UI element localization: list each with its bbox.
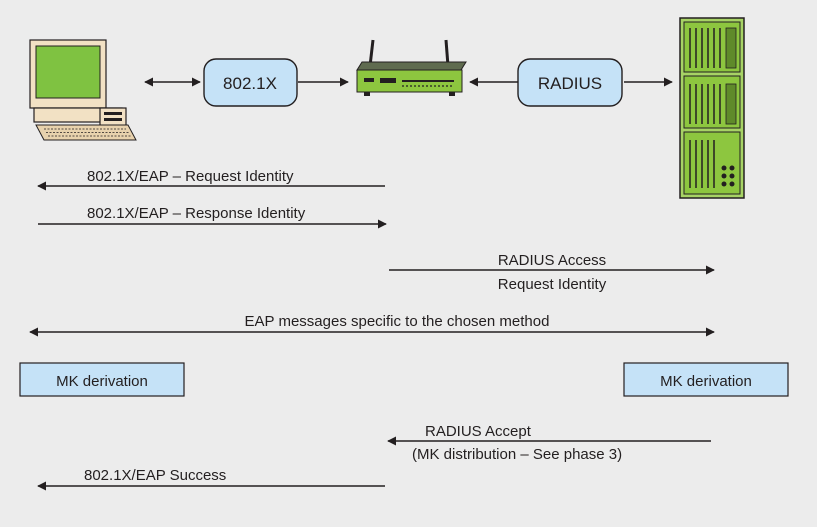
protocol-bubble-8021x: 802.1X <box>203 58 298 107</box>
label-eap-success: 802.1X/EAP Success <box>84 467 226 484</box>
label-radius-access-line2: Request Identity <box>498 276 607 293</box>
protocol-bubble-radius: RADIUS <box>517 58 623 107</box>
protocol-label-radius: RADIUS <box>538 74 602 93</box>
server-rack-icon <box>679 17 745 199</box>
label-radius-accept-line1: RADIUS Accept <box>425 423 532 440</box>
router-icon <box>356 39 467 96</box>
mk-derivation-label-server: MK derivation <box>660 373 752 390</box>
label-request-identity: 802.1X/EAP – Request Identity <box>87 168 294 185</box>
protocol-label-8021x: 802.1X <box>223 74 277 93</box>
label-eap-messages: EAP messages specific to the chosen meth… <box>245 313 550 330</box>
mk-derivation-label-client: MK derivation <box>56 373 148 390</box>
mk-derivation-box-server: MK derivation <box>623 362 789 397</box>
label-radius-access-line1: RADIUS Access <box>498 252 606 269</box>
label-response-identity: 802.1X/EAP – Response Identity <box>87 205 306 222</box>
computer-icon <box>29 39 137 141</box>
mk-derivation-box-client: MK derivation <box>19 362 185 397</box>
label-radius-accept-line2: (MK distribution – See phase 3) <box>412 446 622 463</box>
